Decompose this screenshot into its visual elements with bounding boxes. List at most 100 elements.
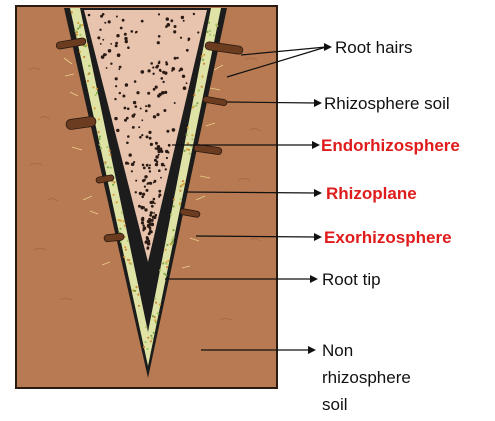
band-speckle — [191, 134, 193, 136]
soil-particle — [160, 70, 162, 72]
band-speckle — [138, 305, 140, 307]
band-speckle — [71, 11, 73, 13]
soil-particle — [156, 113, 159, 116]
soil-particle — [155, 155, 158, 158]
soil-particle — [149, 137, 152, 140]
band-speckle — [150, 340, 152, 342]
soil-particle — [149, 227, 152, 230]
soil-particle — [120, 27, 123, 30]
soil-particle — [131, 163, 134, 166]
band-speckle — [159, 269, 161, 271]
label-endorhizosphere: Endorhizosphere — [321, 136, 460, 155]
soil-particle — [150, 143, 153, 146]
soil-particle — [140, 108, 142, 110]
soil-particle — [148, 104, 151, 107]
band-speckle — [98, 138, 100, 140]
soil-particle — [174, 25, 177, 28]
band-speckle — [151, 337, 153, 339]
band-speckle — [95, 94, 97, 96]
arrowhead — [314, 99, 322, 107]
band-speckle — [195, 105, 197, 107]
soil-particle — [138, 126, 140, 128]
soil-particle — [124, 33, 127, 36]
soil-particle — [125, 83, 128, 86]
soil-particle — [135, 191, 137, 193]
soil-particle — [151, 205, 154, 208]
band-speckle — [81, 24, 83, 26]
arrowhead — [314, 233, 322, 241]
soil-particle — [141, 70, 145, 74]
soil-particle — [155, 86, 158, 89]
band-speckle — [143, 346, 145, 348]
band-speckle — [86, 44, 88, 46]
band-speckle — [153, 332, 155, 334]
soil-particle — [161, 77, 164, 80]
band-speckle — [121, 212, 123, 214]
soil-particle — [108, 20, 111, 23]
band-speckle — [150, 335, 152, 337]
soil-particle — [131, 170, 133, 172]
soil-particle — [165, 61, 167, 63]
soil-particle — [146, 164, 149, 167]
soil-particle — [139, 192, 142, 195]
soil-particle — [145, 110, 148, 113]
band-speckle — [120, 220, 122, 222]
soil-particle — [143, 226, 147, 230]
band-speckle — [99, 136, 101, 138]
soil-particle — [149, 182, 152, 185]
soil-particle — [101, 55, 105, 59]
band-speckle — [208, 22, 210, 24]
band-speckle — [173, 198, 175, 200]
band-speckle — [113, 194, 115, 196]
soil-particle — [144, 175, 147, 178]
band-speckle — [201, 86, 203, 88]
band-speckle — [203, 54, 205, 56]
soil-particle — [153, 88, 156, 91]
band-speckle — [215, 24, 217, 26]
soil-particle — [164, 91, 167, 94]
band-speckle — [189, 153, 191, 155]
soil-particle — [100, 15, 103, 18]
arrowhead — [310, 275, 318, 283]
label-non-rhizosphere-line1: Non — [322, 341, 353, 360]
soil-particle — [115, 42, 118, 45]
band-speckle — [182, 180, 184, 182]
band-speckle — [79, 26, 81, 28]
arrowhead — [308, 346, 316, 354]
soil-particle — [149, 170, 151, 172]
band-speckle — [172, 205, 174, 207]
soil-particle — [153, 212, 155, 214]
band-speckle — [109, 150, 111, 152]
soil-particle — [155, 142, 158, 145]
label-non-rhizosphere-line2: rhizosphere — [322, 368, 411, 387]
band-speckle — [171, 238, 173, 240]
band-speckle — [122, 220, 124, 222]
soil-particle — [186, 82, 188, 84]
band-speckle — [104, 161, 106, 163]
soil-particle — [150, 229, 152, 231]
soil-particle — [138, 205, 141, 208]
band-speckle — [79, 34, 81, 36]
soil-particle — [171, 70, 173, 72]
band-speckle — [187, 142, 189, 144]
soil-particle — [147, 92, 150, 95]
soil-particle — [183, 20, 185, 22]
band-speckle — [137, 294, 139, 296]
band-speckle — [106, 146, 108, 148]
soil-particle — [154, 180, 157, 183]
label-root-tip: Root tip — [322, 270, 381, 289]
band-speckle — [99, 144, 101, 146]
band-speckle — [146, 348, 148, 350]
soil-particle — [116, 129, 119, 132]
soil-particle — [181, 16, 184, 19]
soil-particle — [183, 86, 187, 90]
soil-particle — [161, 91, 165, 95]
soil-particle — [141, 119, 143, 121]
soil-particle — [172, 128, 176, 132]
band-speckle — [196, 102, 198, 104]
band-speckle — [83, 56, 85, 58]
band-speckle — [165, 274, 167, 276]
soil-particle — [136, 91, 139, 94]
band-speckle — [209, 30, 211, 32]
soil-particle — [119, 92, 121, 94]
